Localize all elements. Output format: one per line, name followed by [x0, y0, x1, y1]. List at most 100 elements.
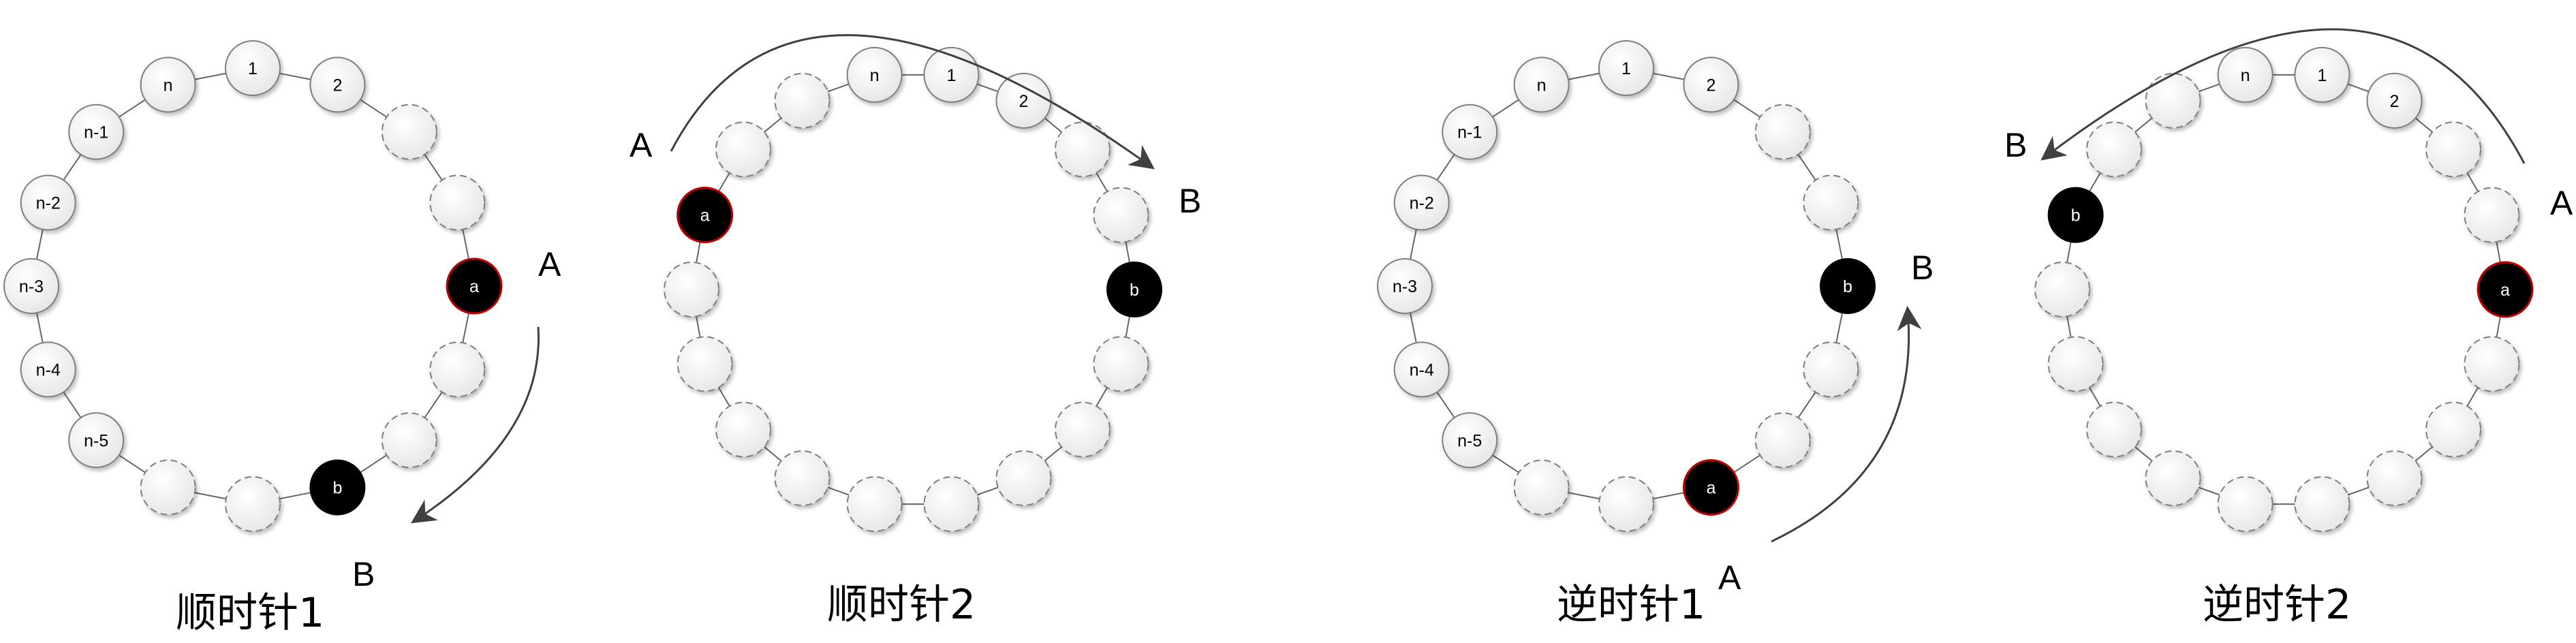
node-empty: [2034, 262, 2090, 317]
node-circle: [2047, 187, 2104, 243]
node-label: n-1: [1457, 123, 1482, 142]
node-circle: [1754, 104, 1811, 160]
node-circle: [2145, 450, 2201, 507]
direction-arrow: [670, 34, 1155, 170]
node-circle: [2464, 187, 2520, 243]
node-circle: [1513, 459, 1570, 516]
node-numbered: n-5: [1442, 412, 1498, 469]
node-circle: [446, 257, 503, 315]
node-label: 2: [1019, 92, 1029, 111]
node-circle: [677, 187, 734, 244]
node-circle: [1106, 262, 1162, 317]
start-label: A: [630, 126, 653, 164]
node-circle: [677, 336, 733, 392]
node-empty: [140, 459, 196, 516]
node-circle: [1598, 40, 1654, 96]
node-circle: [68, 104, 125, 160]
node-circle: [1055, 121, 1111, 178]
node-empty: [2145, 450, 2201, 507]
node-label: a: [469, 277, 479, 296]
node-label: 2: [1706, 76, 1716, 95]
node-circle: [2034, 262, 2090, 317]
node-label: 1: [2317, 66, 2327, 85]
node-empty: [1513, 459, 1570, 516]
node-empty: [429, 174, 486, 231]
ring-nodes: n 1 2 b a n-5 n-4 n-3 n-2 n-1: [1377, 40, 1876, 532]
node-empty: [715, 121, 771, 178]
node-label: n-2: [1410, 194, 1434, 213]
node-numbered: 2: [309, 57, 366, 113]
node-empty: [429, 341, 486, 398]
node-numbered: 1: [1598, 40, 1654, 96]
ring-nodes: n 1 2 b a: [664, 46, 1162, 533]
node-circle: [20, 341, 76, 398]
node-circle: [429, 341, 486, 398]
node-a: a: [677, 187, 734, 244]
node-b: b: [1820, 258, 1876, 314]
node-a: a: [1682, 459, 1739, 516]
node-circle: [225, 40, 281, 96]
ring-nodes: n 1 2 a b: [2034, 46, 2534, 533]
node-circle: [140, 459, 196, 516]
node-empty: [1093, 187, 1149, 243]
node-empty: [677, 336, 733, 392]
node-circle: [715, 121, 771, 178]
node-numbered: n-4: [20, 341, 76, 398]
node-empty: [2425, 401, 2481, 458]
node-circle: [1683, 57, 1739, 113]
node-label: n-4: [36, 361, 61, 380]
node-label: 2: [332, 76, 342, 95]
node-circle: [2294, 46, 2350, 103]
node-label: 1: [248, 59, 258, 78]
node-circle: [2477, 261, 2534, 318]
node-numbered: 2: [2366, 72, 2423, 129]
node-label: a: [1706, 479, 1716, 498]
node-label: 1: [946, 66, 956, 85]
start-label: A: [2550, 184, 2573, 222]
node-numbered: n-4: [1393, 341, 1450, 398]
diagram-caption: 逆时针2: [2203, 581, 2351, 629]
node-empty: [1093, 336, 1149, 392]
node-circle: [309, 459, 366, 516]
node-circle: [225, 476, 281, 532]
start-label: A: [538, 245, 561, 283]
node-circle: [2047, 336, 2104, 392]
node-numbered: n: [846, 46, 903, 103]
node-b: b: [1106, 262, 1162, 317]
node-empty: [1754, 104, 1811, 160]
node-label: 1: [1621, 59, 1631, 78]
start-label: A: [1718, 559, 1741, 597]
node-circle: [2086, 121, 2142, 178]
node-empty: [774, 450, 831, 507]
end-label: B: [2004, 126, 2027, 164]
node-empty: [2047, 336, 2104, 392]
node-numbered: n: [1513, 57, 1570, 113]
direction-arrow: [2040, 28, 2526, 164]
node-circle: [1598, 476, 1654, 532]
node-circle: [1393, 174, 1450, 231]
node-numbered: n-3: [1377, 258, 1433, 314]
node-label: n: [870, 66, 880, 85]
node-circle: [1442, 104, 1498, 160]
direction-arrow: [1771, 306, 1922, 543]
node-label: n-5: [84, 431, 108, 450]
node-empty: [2086, 121, 2142, 178]
node-circle: [2425, 121, 2481, 178]
node-numbered: n: [2217, 46, 2274, 103]
node-empty: [1055, 401, 1111, 458]
node-label: n-3: [19, 277, 44, 296]
diagram-caption: 逆时针1: [1557, 581, 1705, 629]
node-circle: [2294, 476, 2350, 533]
node-b: b: [2047, 187, 2104, 243]
end-label: B: [1179, 182, 1201, 220]
node-circle: [1093, 336, 1149, 392]
node-circle: [1682, 459, 1739, 516]
node-label: a: [2500, 281, 2510, 300]
node-circle: [2217, 46, 2274, 103]
node-label: n: [1537, 76, 1547, 95]
diagram-caption: 顺时针1: [176, 589, 324, 637]
node-circle: [774, 72, 831, 129]
node-empty: [2425, 121, 2481, 178]
node-empty: [2464, 187, 2520, 243]
node-circle: [1442, 412, 1498, 469]
